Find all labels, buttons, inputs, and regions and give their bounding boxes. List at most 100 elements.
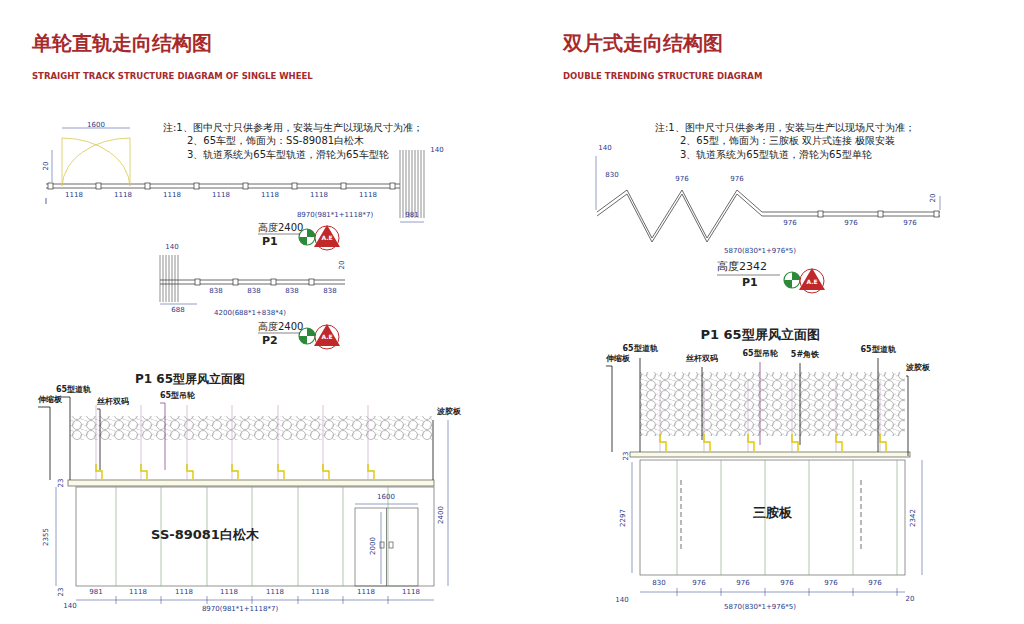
dim-tick	[765, 588, 766, 596]
drawing-label: 高度2342	[717, 261, 767, 273]
stacked-panel	[169, 255, 170, 302]
stacked-panel	[166, 255, 167, 302]
drawing-label: 高度2400	[258, 321, 303, 332]
drawing-label: 976	[675, 176, 688, 184]
drawing-label: 8970(981*1+1118*7)	[297, 212, 373, 220]
drawing-label: 688	[171, 307, 184, 315]
drawing-label: 1118	[163, 192, 181, 200]
drawing-label: 1118	[310, 192, 328, 200]
drawing-label: 976	[844, 220, 857, 228]
track-joint	[243, 183, 248, 189]
dim-tick	[161, 596, 162, 604]
panel-joint	[897, 460, 898, 575]
track-joint	[195, 279, 200, 285]
drawing-label: 140	[63, 603, 76, 611]
drawing-label: 2、65车型，饰面为：SS-89081白松木	[187, 135, 364, 146]
drawing-label: 丝杆双码	[97, 398, 129, 407]
single-wheel-elevation	[38, 397, 448, 600]
drawing-label: 976	[780, 580, 793, 588]
drawing-label: 140	[615, 597, 628, 605]
track-joint	[341, 183, 346, 189]
panel-joint	[853, 460, 854, 575]
drawing-label: 65型道轨	[622, 345, 657, 354]
double-panel-elevation	[606, 358, 922, 592]
dimension-text: 2355	[43, 528, 51, 546]
drawing-label: 1118	[220, 589, 238, 597]
drawing-label: 8970(981*1+1118*7)	[202, 606, 278, 614]
drawing-label: 3、轨道系统为65型轨道，滑轮为65型单轮	[680, 149, 872, 160]
drawing-label: 1118	[114, 192, 132, 200]
hanger-wheel	[187, 464, 193, 479]
drawing-label: 830	[605, 172, 618, 180]
stacked-panel	[403, 150, 404, 218]
drawing-label: 1118	[175, 589, 193, 597]
hanger-wheel	[748, 434, 754, 451]
panel-joint	[677, 460, 678, 575]
drawing-label: 2、65型，饰面为：三胺板 双片式连接 极限安装	[680, 135, 895, 146]
dimension-text: 20	[930, 194, 938, 203]
drawing-label: 140	[430, 147, 443, 155]
panel-joint	[809, 460, 810, 575]
stacked-panel	[409, 150, 410, 218]
drawing-label: 65型道轨	[860, 346, 895, 355]
stacked-panel	[421, 150, 422, 218]
drawing-label: 1118	[266, 589, 284, 597]
dim-tick	[116, 596, 117, 604]
hanger-wheel	[323, 464, 329, 479]
panel-joint	[298, 487, 299, 586]
drawing-label: 丝杆双码	[686, 355, 718, 364]
dim-tick	[298, 596, 299, 604]
dimension-text: 23	[58, 588, 66, 597]
panel-joint	[343, 487, 344, 586]
track-joint	[309, 279, 314, 285]
dim-tick	[853, 588, 854, 596]
drawing-label: 1118	[212, 192, 230, 200]
dimension-text: 23	[58, 479, 66, 488]
single-track-plan	[46, 128, 424, 304]
stacked-panel	[163, 255, 164, 302]
track-joint	[145, 183, 150, 189]
track-joint	[934, 211, 939, 217]
drawing-label: 单轮直轨走向结构图	[32, 32, 212, 54]
track-joint	[292, 183, 297, 189]
hanger-wheel	[141, 464, 147, 479]
drawing-label: A.E	[806, 279, 817, 286]
track-joint	[878, 211, 883, 217]
drawing-label: 65型吊轮	[742, 350, 777, 359]
drawing-label: 波胶板	[906, 364, 930, 373]
panel-joint	[116, 487, 117, 586]
drawing-label: 1600	[377, 494, 395, 502]
drawing-label: 20	[906, 596, 915, 604]
drawing-label: A.E	[321, 334, 332, 341]
stacked-panel	[172, 255, 173, 302]
dim-tick	[721, 588, 722, 596]
drawing-label: 976	[824, 580, 837, 588]
panel-joint	[721, 460, 722, 575]
drawing-label: P2	[262, 335, 278, 347]
drawing-label: 976	[903, 220, 916, 228]
hanger-wheel	[704, 434, 710, 451]
drawing-label: SS-89081白松木	[151, 528, 259, 542]
hanger-wheel	[232, 464, 238, 479]
drawing-label: P1	[742, 277, 758, 289]
drawing-label: 注:1、图中尺寸只供参考用，安装与生产以现场尺寸为准；	[163, 122, 423, 133]
drawing-label: 1118	[65, 192, 83, 200]
drawing-label: 981	[89, 589, 102, 597]
drawing-label: DOUBLE TRENDING STRUCTURE DIAGRAM	[563, 72, 762, 81]
drawing-label: 838	[209, 288, 222, 296]
drawing-label: 981	[405, 212, 418, 220]
hanger-wheel	[368, 464, 374, 479]
drawing-label: 838	[247, 288, 260, 296]
drawing-label: 3、轨道系统为65车型轨道，滑轮为65车型轮	[187, 149, 389, 160]
drawing-label: 1118	[311, 589, 329, 597]
drawing-label: 140	[598, 145, 611, 153]
dim-tick	[343, 596, 344, 604]
drawing-label: 4200(688*1+838*4)	[214, 310, 286, 318]
dim-tick	[252, 596, 253, 604]
stacked-panel	[415, 150, 416, 218]
dim-tick	[207, 596, 208, 604]
drawing-label: 838	[285, 288, 298, 296]
stacked-panel	[412, 150, 413, 218]
drawing-label: 1118	[261, 192, 279, 200]
